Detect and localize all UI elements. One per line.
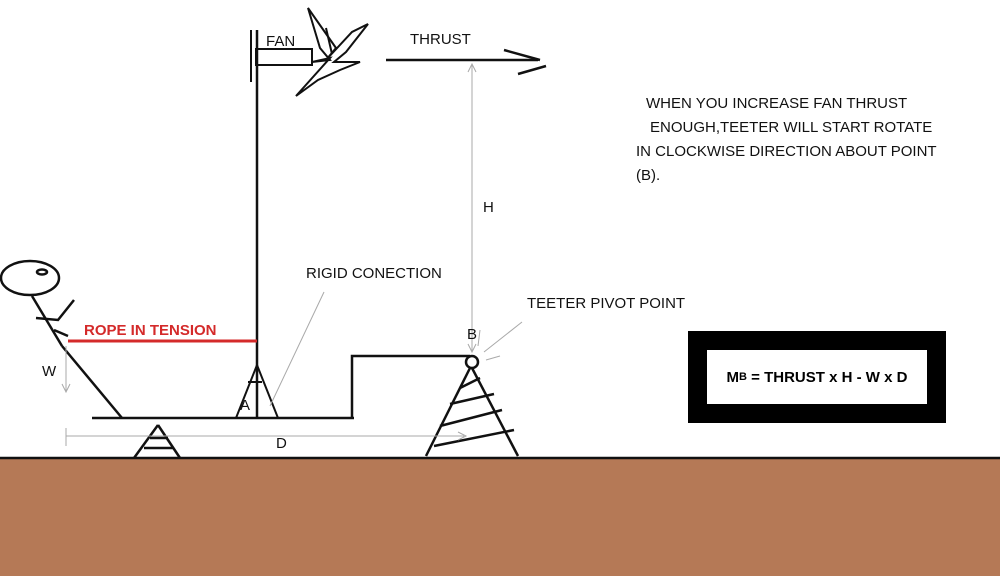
pivot-point-b [464,354,480,370]
thrust-label: THRUST [410,31,471,48]
teeter-pivot-point-label: TEETER PIVOT POINT [527,295,686,312]
note-line-4: (B). [636,167,661,184]
rigid-brace-a [235,364,279,419]
formula-prefix: M [726,368,740,386]
rigid-connection-label: RIGID CONECTION [306,265,442,282]
ground [0,458,1000,576]
d-dimension [65,428,468,446]
fan-motor-housing [255,48,313,66]
w-label: W [42,363,57,380]
d-label: D [276,435,287,452]
thrust-arrow [386,48,547,76]
note-line-2: ENOUGH,TEETER WILL START ROTATE [650,119,933,136]
rope-label: ROPE IN TENSION [84,322,217,339]
note-line-1: WHEN YOU INCREASE FAN THRUST [646,95,908,112]
weight-arrow [61,346,71,394]
pivot-pointer-lines [477,321,523,361]
note-line-3: IN CLOCKWISE DIRECTION ABOUT POINT [636,143,937,160]
b-label: B [467,326,478,343]
teeter-board [92,354,470,420]
a-label: A [240,397,251,414]
h-dimension [467,62,477,354]
formula-subscript: B [739,371,747,383]
pivot-tower [424,367,520,457]
rigid-connection-pointer [269,291,325,407]
explanation-note: WHEN YOU INCREASE FAN THRUST ENOUGH,TEET… [636,92,966,188]
stick-figure [0,259,123,419]
formula-expression: = THRUST x H - W x D [747,368,908,386]
left-support [132,424,182,459]
fan-label: FAN [266,33,296,50]
h-label: H [483,199,494,216]
fan-blades [295,7,369,97]
